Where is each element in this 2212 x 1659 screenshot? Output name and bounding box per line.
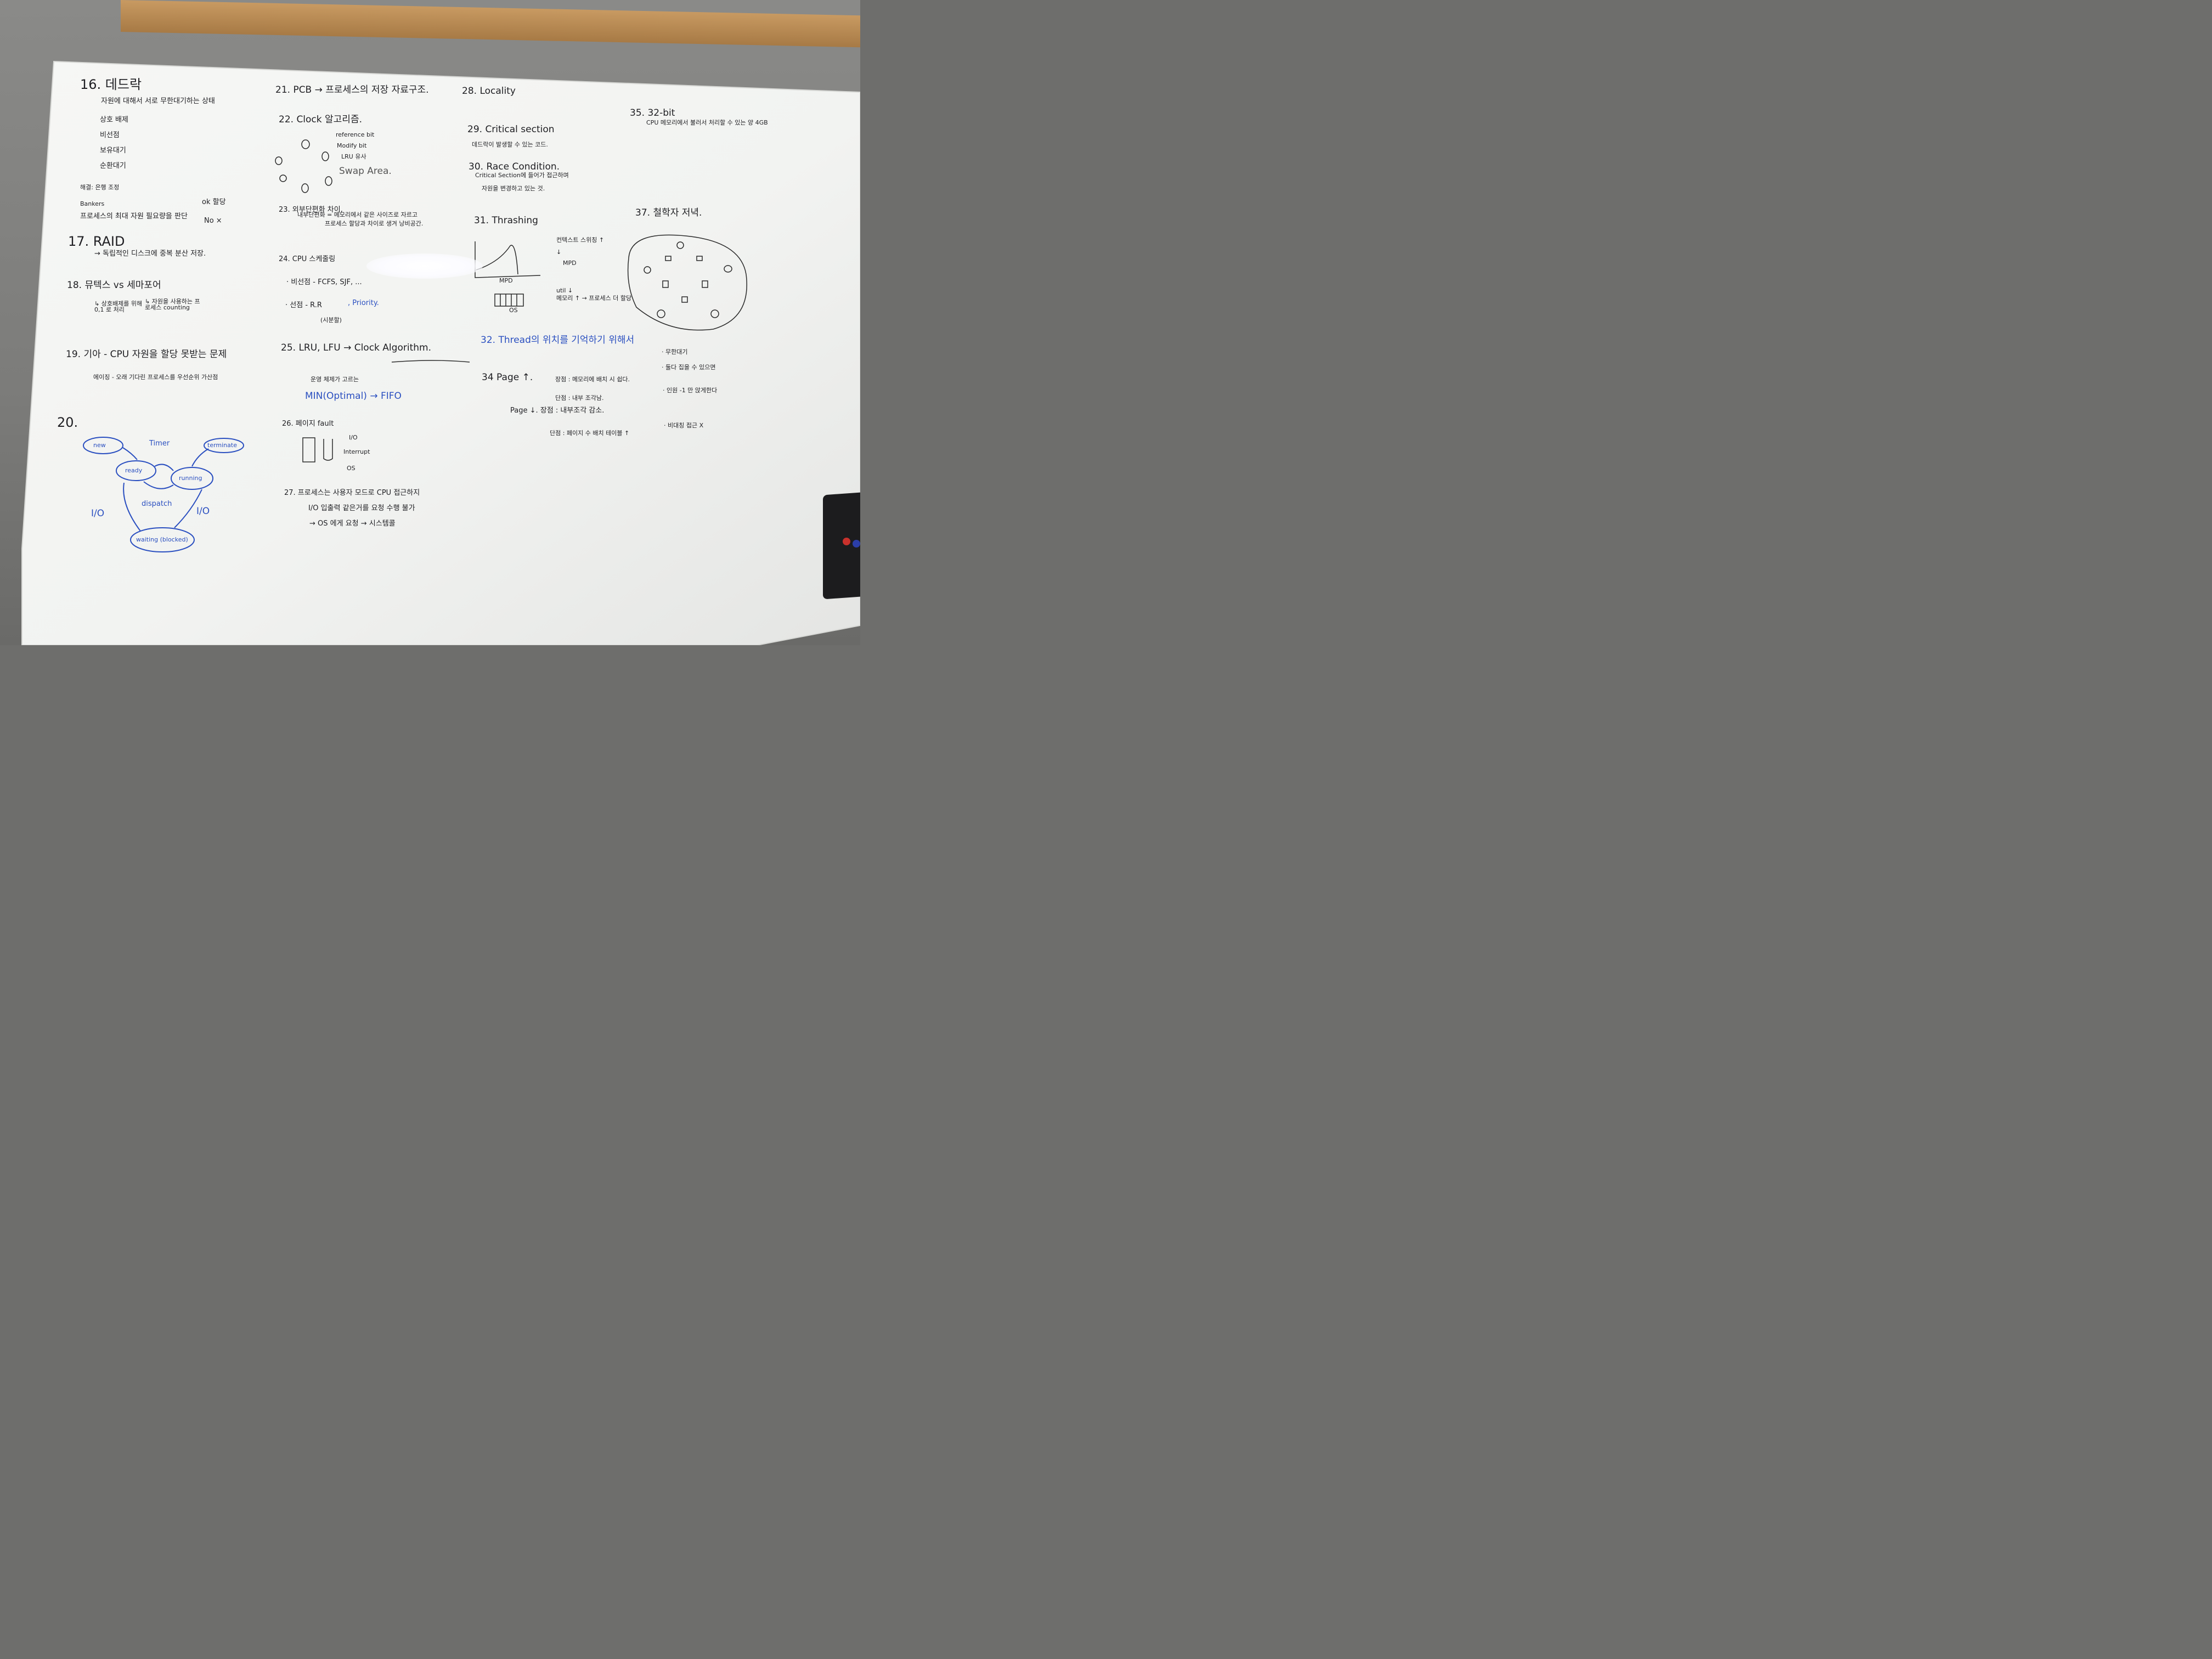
clock-item-3: LRU 유사 bbox=[341, 153, 366, 160]
state-new: new bbox=[93, 442, 106, 449]
label-io-right: I/O bbox=[196, 506, 210, 517]
section-30-line-2: 자원을 변경하고 있는 것. bbox=[482, 185, 545, 192]
section-22-title: 22. Clock 알고리즘. bbox=[279, 114, 362, 125]
section-25-line-2: MIN(Optimal) → FIFO bbox=[305, 391, 402, 402]
section-17-desc: → 독립적인 디스크에 중복 분산 저장. bbox=[94, 250, 206, 258]
section-24-timeshare: (시분할) bbox=[320, 317, 342, 324]
section-30-line-1: Critical Section에 들어가 접근하며 bbox=[475, 172, 569, 179]
section-34-line-4: 단점 : 페이지 수 배치 테이블 ↑ bbox=[550, 430, 630, 437]
section-16-desc: 자원에 대해서 서로 무한대기하는 상태 bbox=[101, 97, 215, 105]
section-29-desc: 데드락이 발생할 수 있는 코드. bbox=[472, 141, 548, 148]
section-37-title: 37. 철학자 저녁. bbox=[635, 207, 702, 218]
section-37-bullet-2: · 둘다 집을 수 있으면 bbox=[662, 364, 716, 371]
section-16-note: 해결: 은행 조정 bbox=[80, 184, 120, 191]
section-34-line-2: 단점 : 내부 조각남. bbox=[555, 394, 604, 402]
state-ready: ready bbox=[125, 467, 143, 474]
section-27-line-1: I/O 입출력 같은거를 요청 수행 불가 bbox=[308, 504, 415, 512]
section-28-title: 28. Locality bbox=[462, 86, 516, 97]
section-31-line-5: 메모리 ↑ → 프로세스 더 할당 bbox=[556, 295, 632, 302]
section-35-desc: CPU 메모리에서 불러서 처리할 수 있는 양 4GB bbox=[646, 119, 768, 126]
section-32-title: 32. Thread의 위치를 기억하기 위해서 bbox=[481, 335, 635, 346]
section-24-title: 24. CPU 스케줄링 bbox=[279, 255, 336, 263]
state-diagram-strokes bbox=[83, 437, 244, 552]
section-37-bullet-1: · 무한대기 bbox=[662, 348, 688, 356]
page-fault-sketch bbox=[302, 437, 333, 462]
section-17-title: 17. RAID bbox=[68, 234, 125, 249]
section-35-title: 35. 32-bit bbox=[630, 108, 675, 119]
section-31-line-3: MPD bbox=[563, 259, 577, 267]
section-37-bullet-4: · 비대칭 접근 X bbox=[664, 422, 704, 429]
label-timer: Timer bbox=[149, 439, 170, 448]
page-fault-os: OS bbox=[347, 465, 356, 472]
section-31-title: 31. Thrashing bbox=[474, 215, 538, 226]
section-23-title: 23. 외부단편화 차이, bbox=[279, 206, 343, 214]
page-fault-io: I/O bbox=[349, 434, 358, 441]
section-29-title: 29. Critical section bbox=[467, 124, 555, 135]
clock-swap-area: Swap Area. bbox=[339, 166, 392, 177]
clock-diagram bbox=[275, 139, 332, 193]
section-30-title: 30. Race Condition. bbox=[469, 161, 560, 172]
section-31-line-2: ↓ bbox=[556, 249, 562, 256]
section-21-title: 21. PCB → 프로세스의 저장 자료구조. bbox=[275, 84, 429, 95]
section-16-bankers: Bankers bbox=[80, 200, 105, 207]
section-18-mutex: ↳ 상호배제를 위해 0,1 로 처리 bbox=[94, 300, 143, 313]
clock-item-1: reference bit bbox=[336, 131, 375, 138]
section-24-priority: , Priority. bbox=[348, 299, 379, 307]
section-19-title: 19. 기아 - CPU 자원을 할당 못받는 문제 bbox=[66, 349, 227, 360]
section-19-aging: 에이징 - 오래 기다린 프로세스를 우선순위 가산점 bbox=[93, 374, 218, 381]
state-terminate: terminate bbox=[207, 442, 237, 449]
section-27-title: 27. 프로세스는 사용자 모드로 CPU 접근하지 bbox=[284, 489, 420, 497]
thrashing-graph bbox=[475, 241, 541, 307]
section-31-line-4: util ↓ bbox=[556, 287, 573, 294]
section-24-nonpreemptive: · 비선점 - FCFS, SJF, ... bbox=[286, 278, 362, 286]
red-marker bbox=[843, 538, 850, 545]
section-23-line-1: 내부단편화 = 메모리에서 같은 사이즈로 자르고 bbox=[297, 211, 417, 218]
section-34-line-3: Page ↓. 장점 : 내부조각 감소. bbox=[510, 407, 605, 415]
deadlock-condition-2: 비선점 bbox=[100, 131, 120, 139]
thrashing-axis-x: MPD bbox=[499, 277, 513, 284]
section-24-preemptive: · 선점 - R.R bbox=[285, 301, 322, 309]
clock-item-2: Modify bit bbox=[337, 142, 367, 149]
section-27-line-2: → OS 에게 요청 → 시스템콜 bbox=[309, 520, 396, 528]
page-fault-interrupt: Interrupt bbox=[343, 448, 370, 455]
blue-marker bbox=[853, 540, 860, 548]
section-37-bullet-3: · 인원 -1 만 앉게한다 bbox=[663, 387, 718, 394]
section-18-semaphore: ↳ 자원을 사용하는 프로세스 counting bbox=[145, 298, 200, 311]
light-glare bbox=[366, 253, 483, 279]
thrashing-axis-os: OS bbox=[509, 307, 518, 314]
section-25-title: 25. LRU, LFU → Clock Algorithm. bbox=[281, 342, 431, 353]
section-16-no: No × bbox=[204, 217, 222, 225]
section-34-line-1: 장점 : 메모리에 배치 시 쉽다. bbox=[555, 376, 630, 383]
deadlock-condition-3: 보유대기 bbox=[100, 146, 126, 155]
dining-philosophers-diagram bbox=[627, 234, 747, 331]
deadlock-condition-1: 상호 배제 bbox=[100, 116, 128, 124]
section-23-line-2: 프로세스 할당과 차이로 생겨 낭비공간. bbox=[325, 220, 424, 227]
section-34-title: 34 Page ↑. bbox=[482, 372, 533, 383]
label-dispatch: dispatch bbox=[142, 500, 172, 508]
state-running: running bbox=[179, 475, 202, 482]
deadlock-condition-4: 순환대기 bbox=[100, 162, 126, 170]
section-16-title: 16. 데드락 bbox=[80, 77, 142, 92]
section-31-line-1: 컨텍스트 스위칭 ↑ bbox=[556, 236, 605, 244]
section-16-ok: ok 할당 bbox=[202, 198, 226, 206]
section-26-title: 26. 페이지 fault bbox=[282, 420, 334, 428]
whiteboard-surface bbox=[21, 60, 860, 645]
label-io-left: I/O bbox=[91, 508, 105, 519]
section-18-title: 18. 뮤텍스 vs 세마포어 bbox=[67, 280, 161, 291]
section-16-judge: 프로세스의 최대 자원 필요량을 판단 bbox=[80, 212, 188, 221]
whiteboard bbox=[0, 0, 860, 645]
section-25-line-1: 운영 체제가 고르는 bbox=[311, 376, 359, 383]
section-20-title: 20. bbox=[57, 415, 78, 430]
state-waiting: waiting (blocked) bbox=[136, 536, 188, 543]
